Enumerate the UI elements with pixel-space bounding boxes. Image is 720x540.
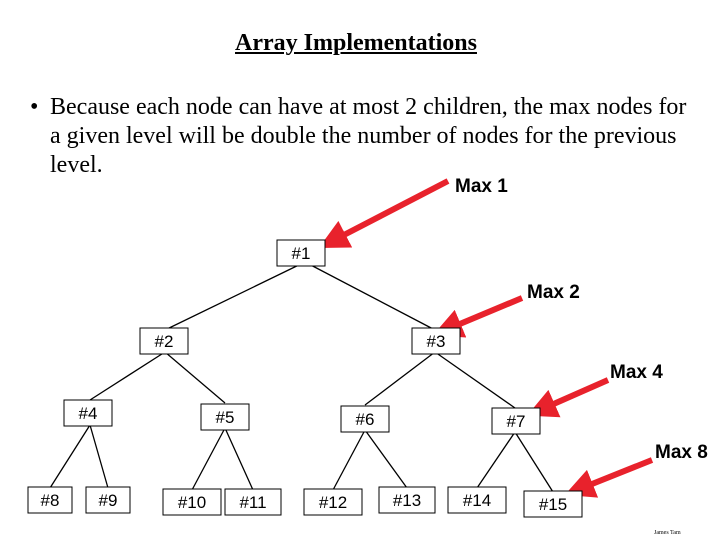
svg-text:#13: #13 bbox=[393, 491, 421, 510]
max-label-8: Max 8 bbox=[655, 442, 708, 463]
node-11: #11 bbox=[224, 488, 282, 516]
svg-text:#4: #4 bbox=[79, 404, 98, 423]
bullet-marker: • bbox=[30, 94, 39, 120]
tree-edges bbox=[49, 261, 554, 493]
svg-text:#15: #15 bbox=[539, 495, 567, 514]
node-12: #12 bbox=[303, 488, 363, 516]
node-8: #8 bbox=[27, 486, 73, 514]
arrow-max-1 bbox=[318, 178, 450, 249]
arrow-max-8 bbox=[564, 457, 654, 498]
svg-text:#1: #1 bbox=[292, 244, 311, 263]
node-15: #15 bbox=[523, 490, 583, 518]
svg-text:#11: #11 bbox=[239, 493, 266, 512]
node-4: #4 bbox=[63, 399, 113, 427]
svg-text:#8: #8 bbox=[41, 491, 60, 510]
node-14: #14 bbox=[447, 486, 507, 514]
pointer-arrows bbox=[318, 178, 654, 498]
svg-text:#12: #12 bbox=[319, 493, 347, 512]
svg-text:#3: #3 bbox=[427, 332, 446, 351]
svg-text:#7: #7 bbox=[507, 412, 526, 431]
svg-text:#14: #14 bbox=[463, 491, 491, 510]
svg-text:#5: #5 bbox=[216, 408, 235, 427]
node-2: #2 bbox=[139, 327, 189, 355]
max-label-1: Max 1 bbox=[455, 176, 508, 197]
slide-title: Array Implementations bbox=[235, 30, 477, 56]
node-13: #13 bbox=[378, 486, 436, 514]
arrow-max-2 bbox=[432, 295, 524, 338]
svg-text:#10: #10 bbox=[178, 493, 206, 512]
svg-text:#2: #2 bbox=[155, 332, 174, 351]
arrow-max-4 bbox=[527, 377, 610, 418]
author-credit: James Tam bbox=[654, 530, 681, 536]
node-1: #1 bbox=[276, 239, 326, 267]
bullet-text: Because each node can have at most 2 chi… bbox=[50, 94, 687, 178]
node-3: #3 bbox=[411, 327, 461, 355]
bullet-paragraph: • Because each node can have at most 2 c… bbox=[30, 93, 690, 180]
max-label-2: Max 2 bbox=[527, 282, 580, 303]
node-7: #7 bbox=[491, 407, 541, 435]
node-6: #6 bbox=[340, 405, 390, 433]
node-9: #9 bbox=[85, 486, 131, 514]
svg-text:#9: #9 bbox=[99, 491, 118, 510]
tree-nodes: #1 #2 #3 #4 #5 #6 #7 #8 #9 #10 #11 #12 #… bbox=[27, 239, 583, 518]
node-5: #5 bbox=[200, 403, 250, 431]
max-label-4: Max 4 bbox=[610, 362, 663, 383]
node-10: #10 bbox=[162, 488, 222, 516]
svg-text:#6: #6 bbox=[356, 410, 375, 429]
